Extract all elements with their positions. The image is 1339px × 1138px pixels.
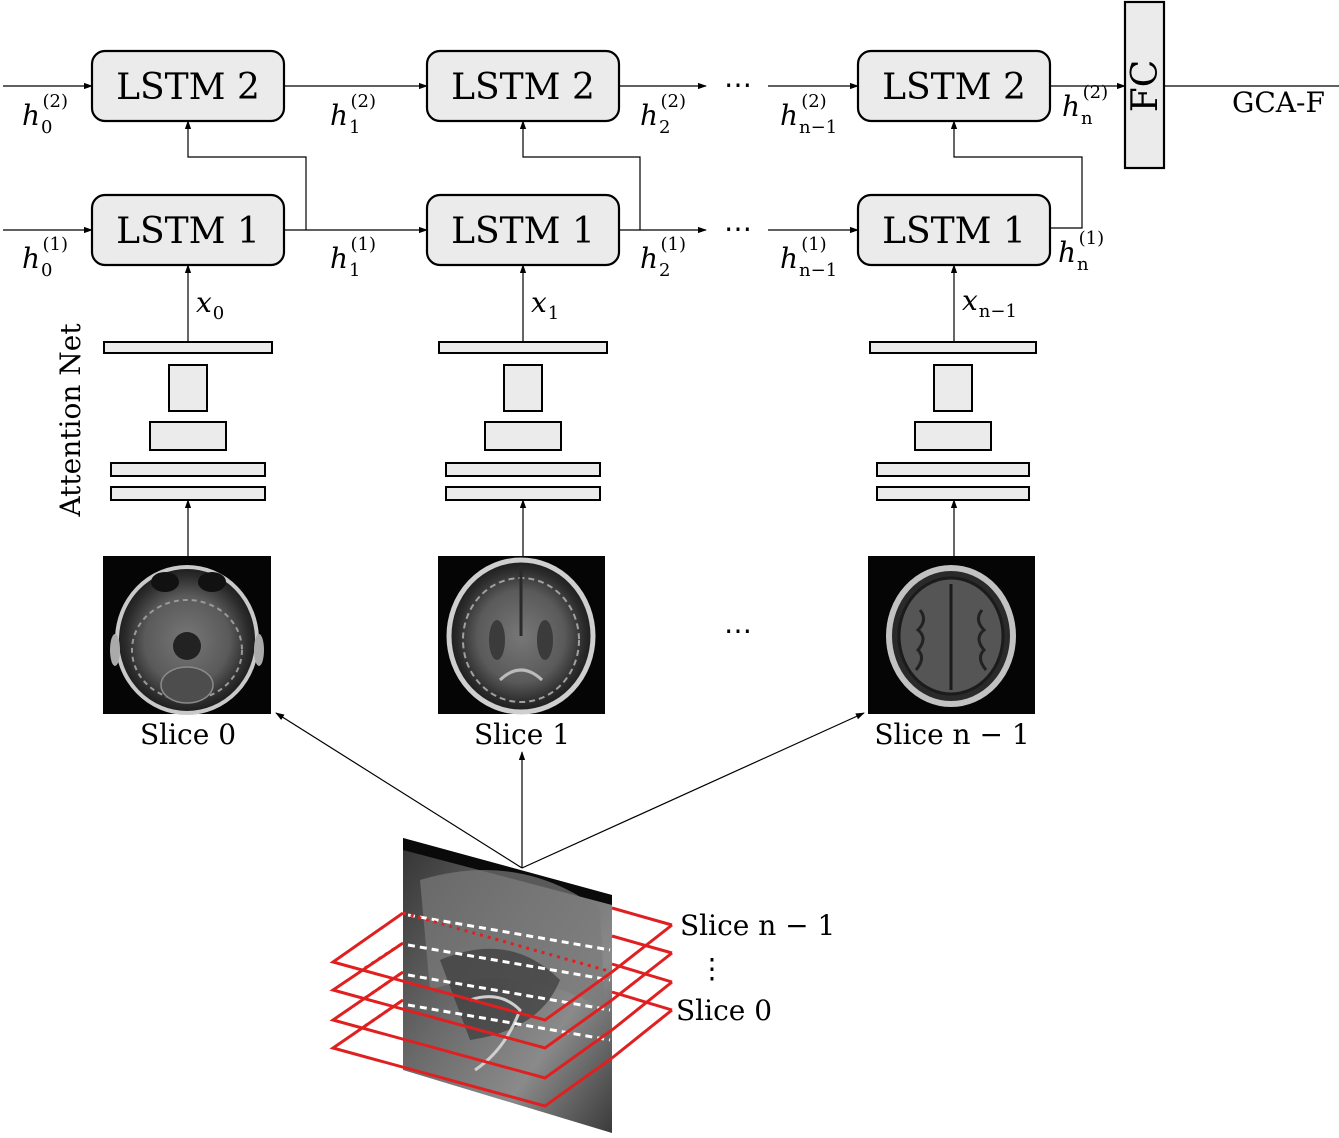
slice-0-label: Slice 0 (140, 718, 236, 751)
lstm1-label-1: LSTM 1 (451, 211, 595, 252)
volume-arrow-n (521, 712, 865, 869)
attention-pool-layer-1 (503, 364, 543, 412)
attention-conv2-layer-1 (445, 462, 601, 477)
h1-1-label: h1(1) (330, 234, 376, 281)
attention-conv1-layer-0 (110, 486, 266, 501)
ellipsis-lstm2: ⋯ (724, 68, 752, 101)
attention-conv2-layer-n (876, 462, 1030, 477)
column-1: x1 Slice 1 (438, 264, 608, 751)
hn-2-label: hn(2) (1062, 82, 1108, 129)
lstm1-label-0: LSTM 1 (116, 211, 260, 252)
h2-2-label: h2(2) (640, 91, 686, 138)
stack-label-bottom: Slice 0 (676, 994, 772, 1027)
h0-1-label: h0(1) (22, 234, 68, 281)
slice-0-image (103, 556, 271, 715)
attention-conv3-layer-1 (484, 421, 562, 451)
hn1-2-label: hn−1(2) (780, 91, 837, 138)
ellipsis-images: ⋯ (724, 614, 752, 647)
attention-conv1-layer-n (876, 486, 1030, 501)
connector-1 (519, 120, 641, 230)
hidden-state-labels: h0(2) h1(2) h2(2) hn−1(2) hn(2) h0(1) h1… (22, 82, 1108, 281)
column-0: x0 Slice 0 (103, 264, 273, 751)
hn-1-label: hn(1) (1058, 228, 1104, 275)
lstm2-row: LSTM 2 LSTM 2 ⋯ LSTM 2 (3, 49, 1126, 123)
attention-pool-layer-0 (168, 364, 208, 412)
xn-label: xn−1 (962, 284, 1017, 322)
h0-2-label: h0(2) (22, 91, 68, 138)
h1-2-label: h1(2) (330, 91, 376, 138)
fc-box (1123, 0, 1166, 170)
slice-1-image (438, 556, 605, 715)
x1-label: x1 (531, 286, 559, 324)
attention-conv2-layer-0 (110, 462, 266, 477)
attention-fc-layer-1 (438, 341, 608, 354)
attention-net-label: Attention Net (54, 323, 87, 518)
attention-conv3-layer-n (914, 421, 992, 451)
lstm1-label-n: LSTM 1 (882, 211, 1026, 252)
layer-connections (184, 120, 1083, 230)
volume-arrow-0 (275, 712, 523, 869)
ellipsis-lstm1: ⋯ (724, 212, 752, 245)
attention-fc-layer-n (869, 341, 1037, 354)
slice-n-image (868, 556, 1035, 714)
attention-conv1-layer-1 (445, 486, 601, 501)
column-n: xn−1 Slice n − 1 (868, 264, 1037, 751)
lstm2-label-0: LSTM 2 (116, 67, 260, 108)
stack-label-top: Slice n − 1 (680, 909, 835, 942)
attention-conv3-layer-0 (149, 421, 227, 451)
output-label: GCA-F (1232, 86, 1325, 119)
connector-n (950, 120, 1083, 229)
slice-planes (329, 906, 673, 1108)
slice-n-label: Slice n − 1 (874, 718, 1029, 751)
connector-0 (184, 120, 307, 230)
lstm2-label-n: LSTM 2 (882, 67, 1026, 108)
lstm2-label-1: LSTM 2 (451, 67, 595, 108)
fc-label: FC (1125, 60, 1166, 113)
lstm1-row: LSTM 1 LSTM 1 ⋯ LSTM 1 (3, 193, 1052, 267)
stack-vdots: ⋮ (698, 952, 726, 985)
attention-fc-layer-0 (103, 341, 273, 354)
fc-block: FC GCA-F (1123, 0, 1339, 170)
hn1-1-label: hn−1(1) (780, 234, 837, 281)
slice-1-label: Slice 1 (474, 718, 570, 751)
volume-to-slice-arrows (275, 712, 865, 869)
h2-1-label: h2(1) (640, 234, 686, 281)
attention-pool-layer-n (933, 364, 973, 412)
mri-volume: Slice n − 1 ⋮ Slice 0 (329, 838, 835, 1133)
x0-label: x0 (196, 286, 224, 324)
